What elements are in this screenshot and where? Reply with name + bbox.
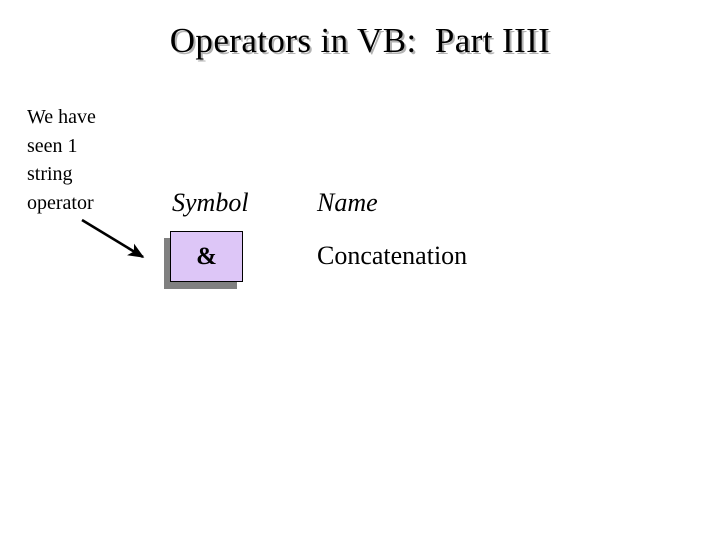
note-text-block: We have seen 1 string operator — [27, 103, 147, 217]
note-line-1: We have — [27, 106, 96, 128]
column-header-name: Name — [317, 188, 378, 217]
page-title: Operators in VB: Part IIII — [169, 21, 551, 60]
arrow-pointing-to-symbol-box — [81, 218, 145, 259]
symbol-value-ampersand: & — [196, 243, 217, 270]
symbol-box — [170, 231, 243, 282]
note-line-4: operator — [27, 191, 94, 214]
arrow-line — [81, 218, 145, 259]
note-line-2: seen 1 — [27, 134, 78, 157]
name-value-concatenation: Concatenation — [317, 241, 468, 270]
column-header-symbol: Symbol — [172, 188, 249, 217]
table-row: & — [164, 231, 243, 289]
note-line-3: string — [27, 163, 73, 185]
